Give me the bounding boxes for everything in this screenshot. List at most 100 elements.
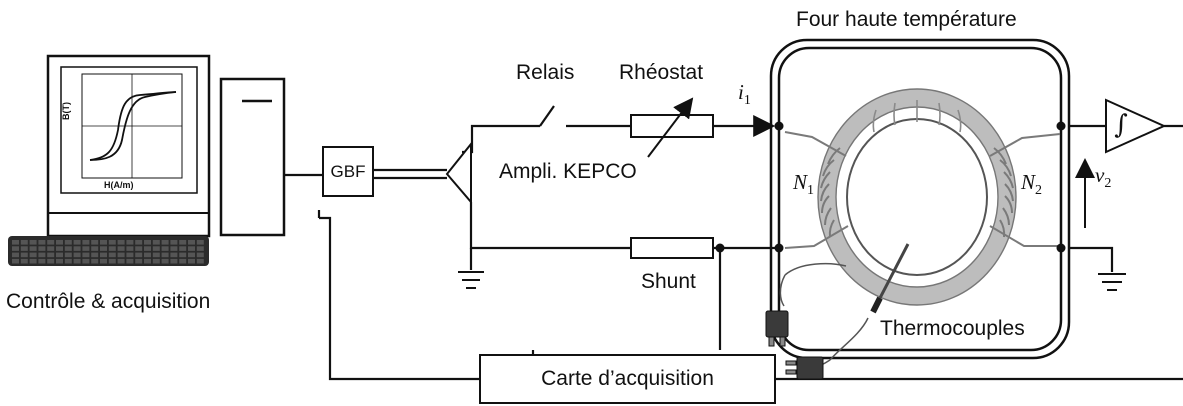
keyboard-key [20,246,28,251]
keyboard-key [108,252,116,258]
keyboard-key [117,252,125,258]
keyboard-key [161,240,169,245]
furnace [769,38,1071,360]
n1-symbol: N [793,170,808,194]
keyboard-key [64,240,72,245]
voltage-v2-label: v2 [1095,165,1111,191]
winding-n2-label: N2 [1021,172,1042,198]
control-label: Contrôle & acquisition [6,290,211,313]
keyboard [8,236,209,266]
keyboard-key [135,258,143,264]
keyboard-key [161,252,169,258]
keyboard-key [188,258,195,264]
amplifier-label: Ampli. KEPCO [499,160,637,183]
gbf-label: GBF [330,161,366,181]
keyboard-key [144,258,151,264]
keyboard-key [100,240,107,245]
wiring [284,115,1183,381]
plot-xlabel: H(A/m) [104,180,134,190]
keyboard-key [117,258,125,264]
ground-right [1098,273,1126,291]
keyboard-key [135,240,143,245]
keyboard-key [135,246,143,251]
keyboard-key [73,258,81,264]
hysteresis-curve-lower [89,91,177,161]
keyboard-key [91,246,99,251]
plot-ylabel: B(T) [61,102,71,120]
keyboard-key [161,258,169,264]
keyboard-key [20,258,28,264]
n2-symbol: N [1021,170,1036,194]
keyboard-key [12,258,19,264]
ground-left [458,271,484,289]
junction-dots [715,121,1066,253]
keyboard-key [91,240,99,245]
keyboard-key [56,246,63,251]
keyboard-key [29,252,37,258]
keyboard-key [64,246,72,251]
keyboard-key [82,252,90,258]
keyboard-key [170,258,178,264]
winding-n2 [989,133,1061,247]
keyboard-key [126,240,134,245]
i1-symbol: i [738,80,744,104]
keyboard-key [82,246,90,251]
amplifier-symbol [445,141,472,205]
keyboard-key [126,252,134,258]
keyboard-key [144,246,151,251]
keyboard-key [144,240,151,245]
keyboard-key [82,240,90,245]
keyboard-key [188,252,195,258]
keyboard-key [47,240,55,245]
integrator-symbol [1105,98,1167,154]
keyboard-key [196,246,204,251]
keyboard-key [152,258,160,264]
monitor [46,54,211,238]
relay-label: Relais [516,61,575,84]
keyboard-key [179,240,187,245]
keyboard-key [179,252,187,258]
keyboard-key [56,252,63,258]
keyboard-key [38,258,46,264]
keyboard-key [126,258,134,264]
keyboard-key [47,258,55,264]
keyboard-key [108,258,116,264]
thermocouple-probe-1 [870,243,910,314]
tower-case [219,77,286,237]
keyboard-key [73,246,81,251]
monitor-screen [60,66,198,194]
keyboard-key [20,252,28,258]
keyboard-key [100,246,107,251]
keyboard-key [47,246,55,251]
shunt-resistor [630,237,714,259]
computer [46,54,286,238]
winding-n1 [784,131,849,249]
keyboard-key [135,252,143,258]
keyboard-key [117,240,125,245]
keyboard-key [100,252,107,258]
keyboard-key [108,240,116,245]
thermocouples-label: Thermocouples [880,317,1025,340]
keyboard-key [38,246,46,251]
keyboard-key [108,246,116,251]
keyboard-key [73,252,81,258]
keyboard-key [152,246,160,251]
keyboard-key [82,258,90,264]
thermocouple-connectors [765,310,824,380]
winding-n1-label: N1 [793,172,814,198]
acquisition-card-box [479,354,776,404]
keyboard-key [12,252,19,258]
keyboard-key [29,258,37,264]
current-i1-label: i1 [738,82,751,108]
keyboard-key [91,252,99,258]
shunt-label: Shunt [641,270,696,293]
rheostat [630,97,714,158]
keyboard-key [179,258,187,264]
keyboard-key [56,240,63,245]
keyboard-key [38,240,46,245]
hysteresis-plot [81,73,183,179]
keyboard-key [179,246,187,251]
keyboard-key [20,240,28,245]
keyboard-key [12,246,19,251]
